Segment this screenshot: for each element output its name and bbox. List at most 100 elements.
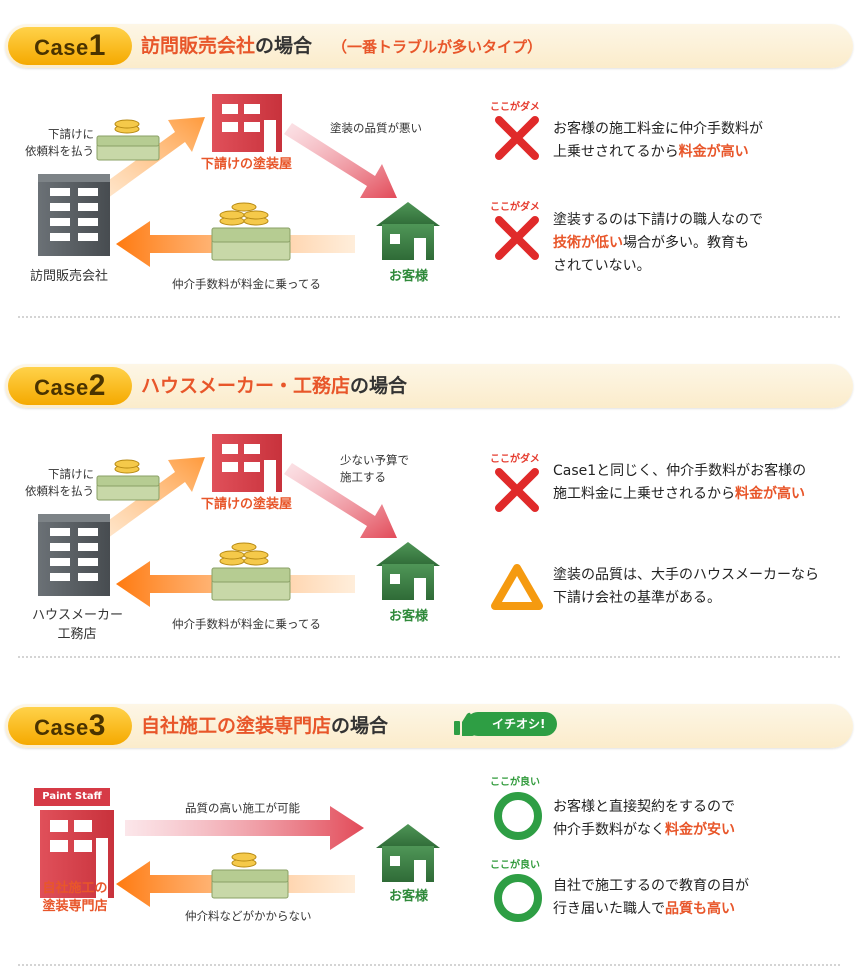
circle-icon	[494, 874, 542, 922]
case3-shop-label: 自社施工の 塗装専門店	[30, 880, 120, 916]
text-span: 行き届いた職人で	[553, 901, 665, 917]
case2-pill: Case2	[8, 367, 132, 405]
subcontractor-shop-icon	[212, 434, 282, 492]
case2-title-main: ハウスメーカー・工務店	[141, 375, 351, 397]
case3-quality-label: 品質の高い施工が可能	[185, 801, 300, 815]
text-line: お客様の施工料金に仲介手数料が	[553, 121, 763, 137]
subcontractor-shop-icon	[212, 94, 282, 152]
cross-icon	[495, 216, 539, 260]
highlight-text: 品質も高い	[665, 901, 735, 917]
case-label: Case	[34, 715, 89, 740]
text-line: 依頼料を払う	[25, 143, 94, 158]
divider	[18, 316, 840, 318]
text-span: 場合が多い。教育も	[623, 235, 749, 251]
text-line: ハウスメーカー	[32, 608, 124, 623]
customer-house-icon	[376, 824, 440, 882]
case3-customer-label: お客様	[389, 889, 429, 904]
text-line: 下請け会社の基準がある。	[553, 590, 721, 606]
case3-title-suffix: の場合	[331, 715, 389, 737]
text-line: 自社施工の	[42, 881, 108, 896]
case3-fee-label: 仲介料などがかからない	[185, 909, 312, 923]
text-line: 依頼料を払う	[25, 483, 94, 498]
money-icon	[211, 542, 291, 601]
customer-house-icon	[376, 202, 440, 260]
text-line: 施工する	[340, 469, 386, 484]
bad-point-tag: ここがダメ	[490, 102, 540, 113]
case2-title: ハウスメーカー・工務店の場合	[141, 364, 407, 408]
case3-diagram	[34, 788, 440, 907]
money-icon	[211, 852, 289, 899]
money-icon	[96, 119, 160, 161]
highlight-text: 料金が高い	[735, 486, 805, 502]
highlight-text: 技術が低い	[553, 235, 623, 251]
case1-title: 訪問販売会社の場合 （一番トラブルが多いタイプ）	[141, 24, 542, 68]
text-line: されていない。	[553, 258, 651, 274]
bad-point-tag: ここがダメ	[490, 454, 540, 465]
text-span: 仲介手数料がなく	[553, 822, 665, 838]
case3-point2: 自社で施工するので教育の目が 行き届いた職人で品質も高い	[553, 875, 749, 921]
case1-subreq-label: 下請けに 依頼料を払う	[22, 126, 94, 159]
case1-fee-label: 仲介手数料が料金に乗ってる	[172, 277, 321, 291]
text-line: お客様と直接契約をするので	[553, 799, 735, 815]
circle-icon	[494, 792, 542, 840]
shop-sign-text: Paint Staff	[42, 791, 102, 802]
good-point-tag: ここが良い	[490, 777, 540, 788]
case-number: 3	[88, 709, 106, 742]
case1-pill: Case1	[8, 27, 132, 65]
case3-header: Case3 自社施工の塗装専門店の場合	[5, 704, 853, 748]
case1-header: Case1 訪問販売会社の場合 （一番トラブルが多いタイプ）	[5, 24, 853, 68]
case1-title-suffix: の場合	[255, 35, 313, 57]
case2-point2: 塗装の品質は、大手のハウスメーカーなら 下請け会社の基準がある。	[553, 564, 819, 610]
case2-title-suffix: の場合	[350, 375, 408, 397]
text-line: Case1と同じく、仲介手数料がお客様の	[553, 463, 807, 479]
case-label: Case	[34, 375, 89, 400]
good-point-tag: ここが良い	[490, 860, 540, 871]
money-icon	[96, 459, 160, 501]
case2-subreq-label: 下請けに 依頼料を払う	[22, 466, 94, 499]
case1-customer-label: お客様	[389, 269, 429, 284]
text-line: 下請けに	[48, 467, 94, 481]
case3-title: 自社施工の塗装専門店の場合	[141, 704, 388, 748]
arrow-down-right-icon	[284, 463, 397, 538]
text-line: 塗装専門店	[42, 899, 108, 914]
highlight-text: 料金が安い	[665, 822, 735, 838]
bad-point-tag: ここがダメ	[490, 202, 540, 213]
case2-point1: Case1と同じく、仲介手数料がお客様の 施工料金に上乗せされるから料金が高い	[553, 460, 806, 506]
case-number: 2	[88, 369, 106, 402]
case3-pill: Case3	[8, 707, 132, 745]
paint-shop-icon	[34, 788, 114, 898]
case1-subcontractor-label: 下請けの塗装屋	[201, 157, 293, 172]
case2-fee-label: 仲介手数料が料金に乗ってる	[172, 617, 321, 631]
case1-title-main: 訪問販売会社	[141, 35, 256, 57]
case-label: Case	[34, 35, 89, 60]
case1-quality-label: 塗装の品質が悪い	[330, 121, 422, 135]
cross-icon	[495, 468, 539, 512]
case2-budget-label: 少ない予算で 施工する	[340, 452, 409, 485]
text-line: 自社で施工するので教育の目が	[553, 878, 749, 894]
case1-diagram	[38, 94, 440, 267]
text-span: 上乗せされてるから	[553, 144, 679, 160]
arrow-right-icon	[125, 806, 364, 850]
case2-subcontractor-label: 下請けの塗装屋	[201, 497, 293, 512]
case1-point1: お客様の施工料金に仲介手数料が 上乗せされてるから料金が高い	[553, 118, 763, 164]
text-line: 塗装するのは下請けの職人なので	[553, 212, 763, 228]
text-line: 工務店	[57, 627, 97, 642]
case1-note: （一番トラブルが多いタイプ）	[332, 38, 543, 56]
text-line: 下請けに	[48, 127, 94, 141]
recommended-badge: イチオシ!	[466, 712, 558, 736]
arrow-down-right-icon	[284, 123, 397, 198]
case2-customer-label: お客様	[389, 609, 429, 624]
case-number: 1	[88, 29, 106, 62]
case2-diagram	[38, 434, 440, 607]
case3-title-main: 自社施工の塗装専門店	[141, 715, 332, 737]
case3-point1: お客様と直接契約をするので 仲介手数料がなく料金が安い	[553, 796, 735, 842]
cross-icon	[495, 116, 539, 160]
highlight-text: 料金が高い	[678, 144, 749, 160]
divider	[18, 656, 840, 658]
text-line: 塗装の品質は、大手のハウスメーカーなら	[553, 567, 819, 583]
case1-point2: 塗装するのは下請けの職人なので 技術が低い場合が多い。教育も されていない。	[553, 209, 763, 278]
triangle-icon	[491, 564, 543, 610]
office-building-icon	[38, 174, 110, 256]
divider	[18, 964, 840, 966]
case2-company-label: ハウスメーカー 工務店	[32, 604, 124, 642]
